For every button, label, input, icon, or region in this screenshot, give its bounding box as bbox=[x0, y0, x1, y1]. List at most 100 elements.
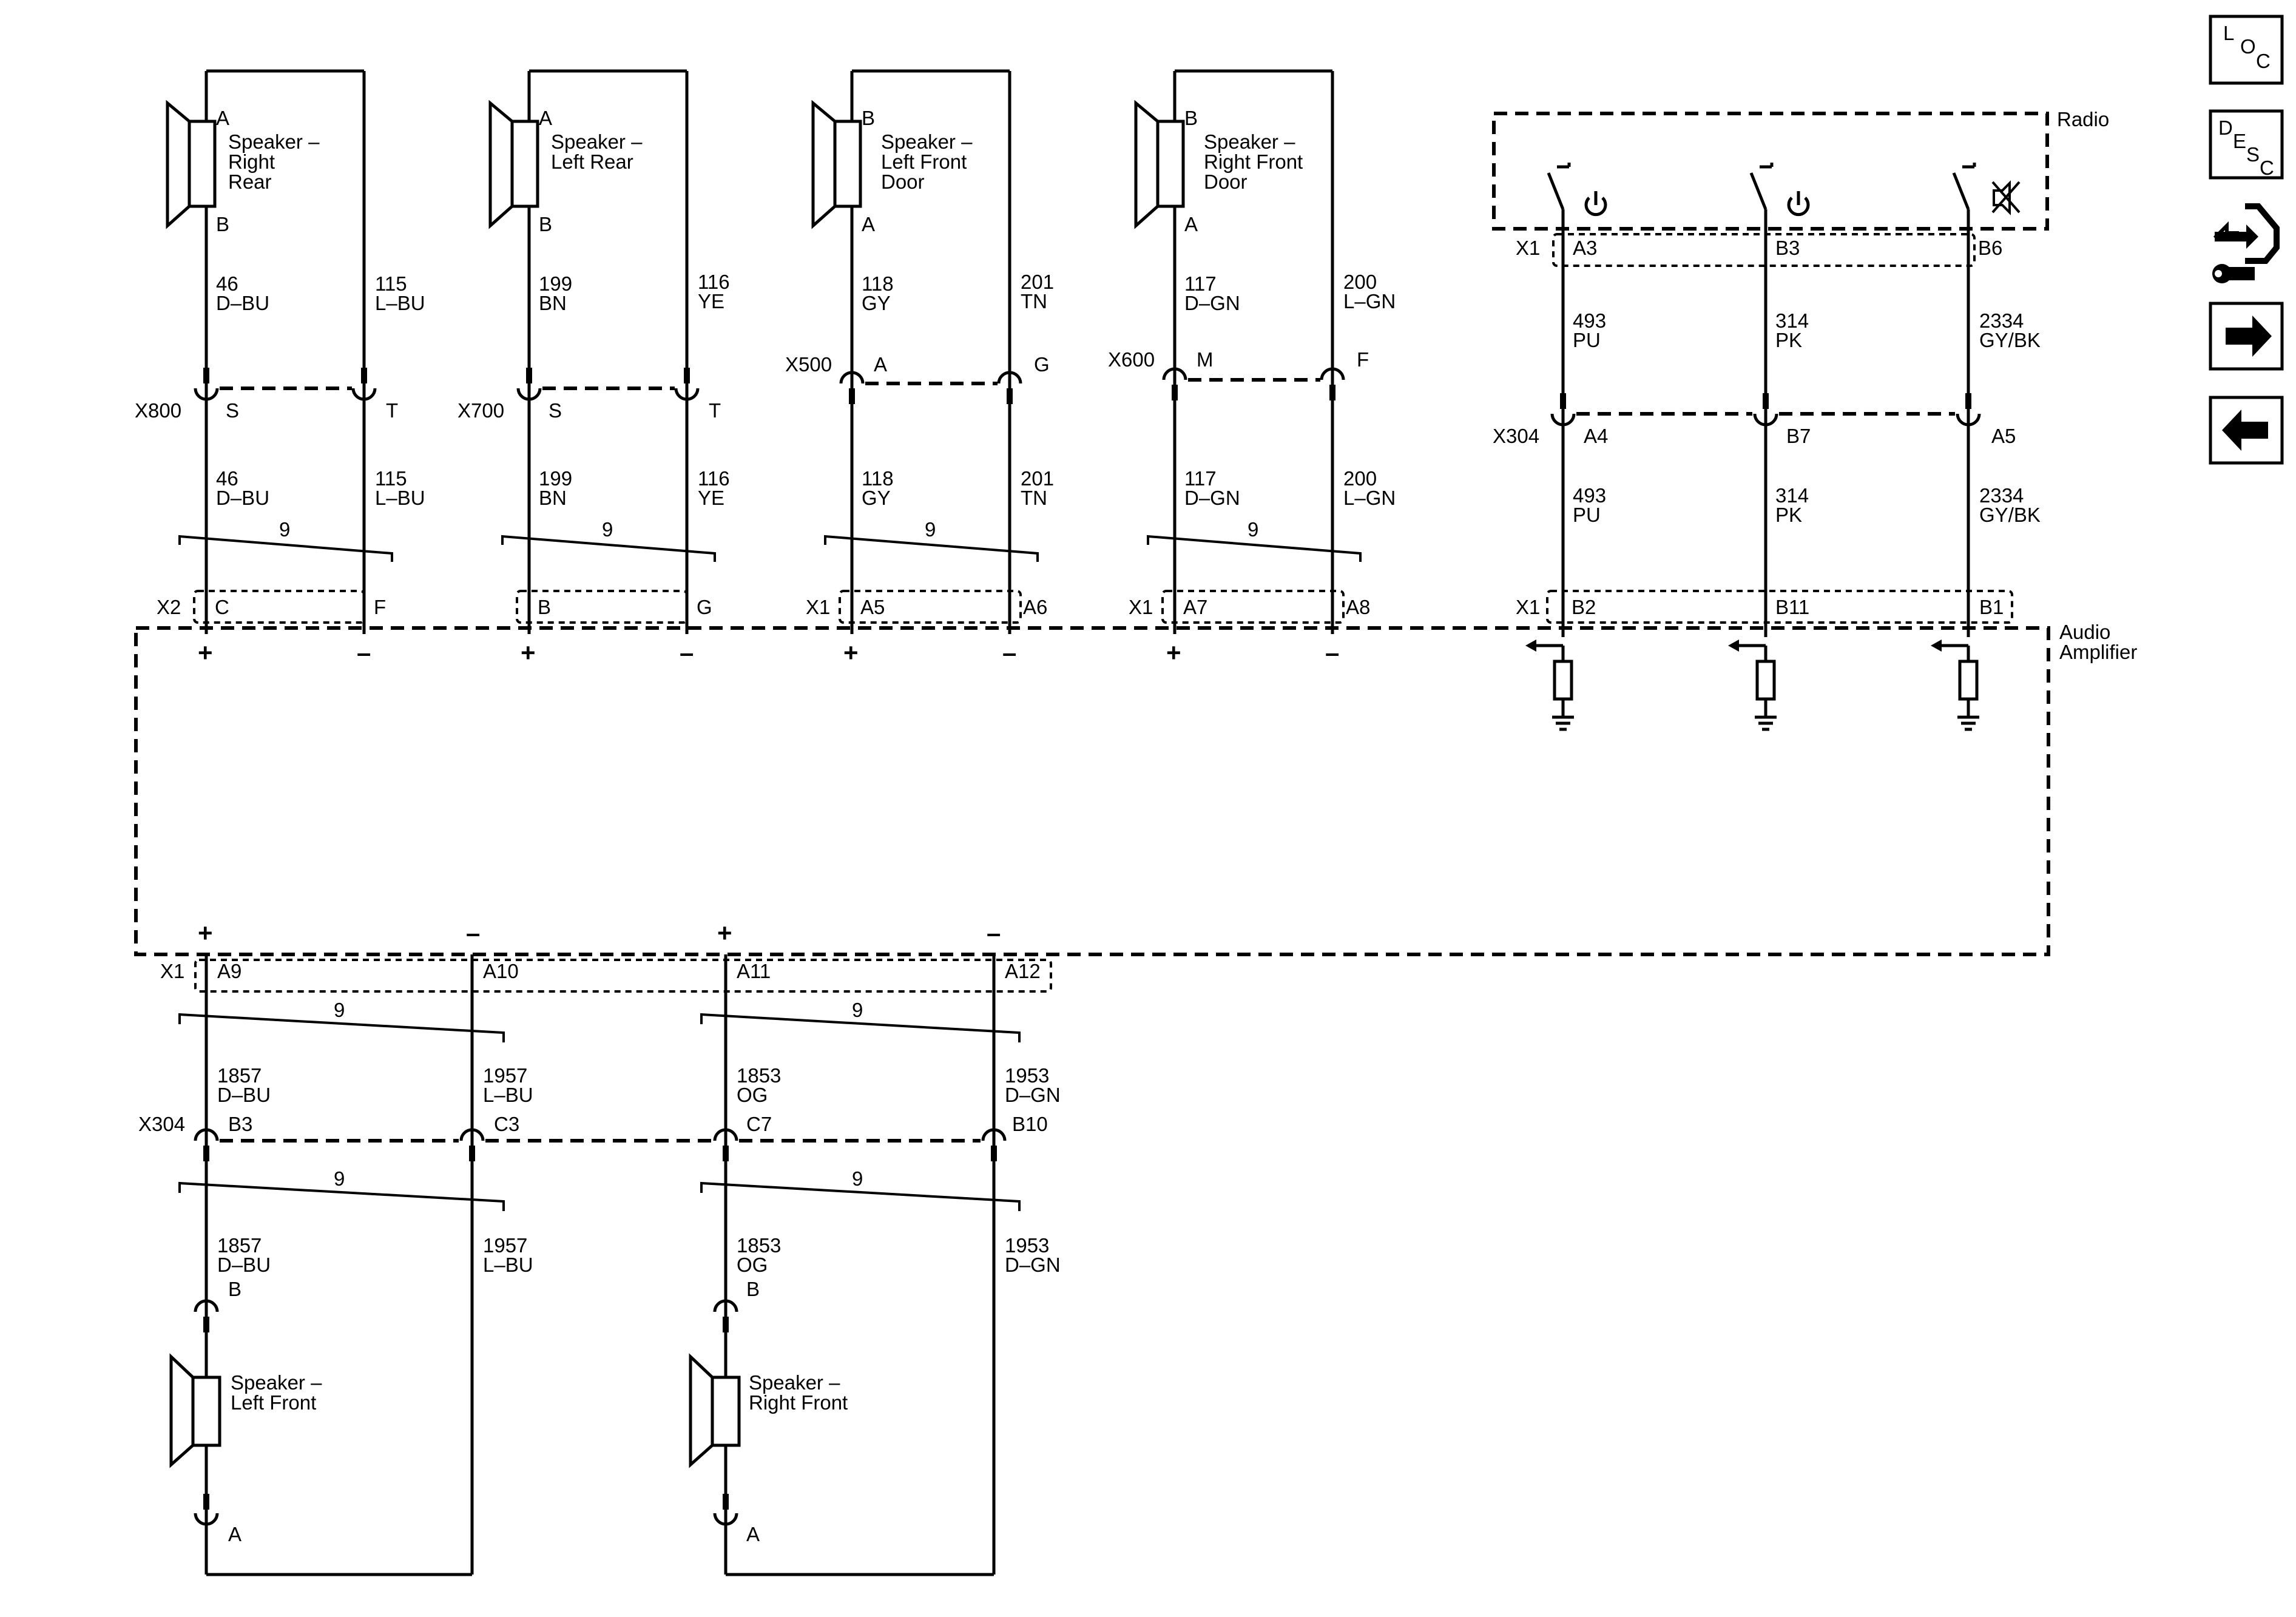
amp-connector-id: X1 bbox=[160, 960, 184, 982]
speaker-name: Speaker – bbox=[228, 130, 320, 153]
connector-pin: T bbox=[386, 399, 398, 422]
polarity-plus: + bbox=[717, 919, 732, 947]
next-page-button[interactable] bbox=[2209, 302, 2284, 371]
connector-terminal bbox=[194, 388, 219, 401]
connector-pin: F bbox=[1357, 348, 1369, 371]
svg-text:D: D bbox=[2218, 116, 2233, 139]
svg-text:S: S bbox=[2246, 143, 2260, 166]
speaker-pin-bottom: A bbox=[746, 1523, 760, 1545]
amp-pin: B bbox=[538, 596, 551, 618]
speaker-name: Door bbox=[881, 170, 925, 193]
amp-pin: B11 bbox=[1775, 596, 1809, 618]
speaker-name: Left Front bbox=[231, 1391, 316, 1414]
speaker-pin-bottom: A bbox=[862, 213, 875, 235]
twist-count: 9 bbox=[334, 999, 345, 1021]
speaker-name: Rear bbox=[228, 170, 272, 193]
speaker-name: Speaker – bbox=[231, 1371, 322, 1394]
loc-button[interactable]: L O C bbox=[2209, 15, 2284, 85]
wire-color: YE bbox=[698, 290, 724, 312]
amp-pin: A8 bbox=[1346, 596, 1370, 618]
speaker-name: Right bbox=[228, 150, 275, 173]
amp-pin: F bbox=[374, 596, 386, 618]
polarity-minus: – bbox=[680, 638, 694, 667]
speaker-cone bbox=[1134, 100, 1160, 229]
wire-circuit: 201 bbox=[1021, 467, 1054, 490]
speaker-pin-top: A bbox=[216, 107, 229, 129]
wire-color: PU bbox=[1573, 329, 1601, 351]
power-icon bbox=[1787, 191, 1810, 217]
wire-color: TN bbox=[1021, 290, 1047, 312]
speaker-name: Door bbox=[1204, 170, 1248, 193]
wire-color: D–BU bbox=[216, 292, 269, 314]
svg-text:O: O bbox=[2240, 35, 2256, 58]
twist-count: 9 bbox=[279, 518, 290, 541]
wire-color: GY bbox=[862, 292, 891, 314]
wire-circuit: 46 bbox=[216, 467, 238, 490]
amplifier-label: Amplifier bbox=[2059, 641, 2137, 663]
arrow-left-icon bbox=[2222, 410, 2268, 451]
twist-count: 9 bbox=[1248, 518, 1258, 541]
speaker-pin-top: B bbox=[862, 107, 875, 129]
speaker-name: Left Rear bbox=[551, 150, 633, 173]
amp-connector-id: X1 bbox=[1516, 596, 1540, 618]
twist-count: 9 bbox=[334, 1167, 345, 1190]
speaker-icon bbox=[1156, 120, 1185, 208]
connector-id: X304 bbox=[1493, 425, 1539, 447]
wire-color: PK bbox=[1775, 329, 1802, 351]
speaker-icon bbox=[187, 120, 217, 208]
wrench-arrows-icon[interactable] bbox=[2212, 203, 2280, 283]
speaker-name: Right Front bbox=[749, 1391, 848, 1414]
wire-circuit: 199 bbox=[539, 272, 572, 295]
speaker-cone bbox=[811, 100, 837, 229]
wire-circuit: 1857 bbox=[217, 1234, 262, 1257]
wire-color: L–BU bbox=[375, 292, 425, 314]
wire-color: BN bbox=[539, 292, 567, 314]
desc-button[interactable]: D E S C bbox=[2209, 109, 2284, 180]
amplifier-label: Audio bbox=[2059, 621, 2110, 643]
connector-id: X500 bbox=[785, 353, 832, 376]
speaker-pin-bottom: B bbox=[539, 213, 552, 235]
twist-count: 9 bbox=[852, 1167, 863, 1190]
wire-color: D–BU bbox=[216, 487, 269, 509]
speaker-name: Speaker – bbox=[749, 1371, 840, 1394]
wire-circuit: 314 bbox=[1775, 309, 1809, 332]
wire-color: GY bbox=[862, 487, 891, 509]
wire-color: PK bbox=[1775, 504, 1802, 526]
svg-text:E: E bbox=[2233, 130, 2246, 152]
svg-text:C: C bbox=[2260, 157, 2274, 179]
wire-circuit: 1853 bbox=[737, 1234, 781, 1257]
wire-color: OG bbox=[737, 1084, 768, 1106]
wire-circuit: 2334 bbox=[1979, 309, 2024, 332]
wire-color: L–GN bbox=[1343, 487, 1396, 509]
connector-pin: B10 bbox=[1012, 1113, 1048, 1135]
speaker-cone bbox=[689, 1353, 714, 1468]
radio-label: Radio bbox=[2057, 108, 2109, 130]
speaker-group-right-front-door: B A Speaker – Right Front Door 117 D–GN … bbox=[1108, 69, 1396, 667]
speaker-icon bbox=[833, 120, 862, 208]
power-icon bbox=[1584, 191, 1607, 217]
wire-circuit: 115 bbox=[375, 467, 407, 490]
speaker-group-right-rear: A B Speaker – Right Rear 46 D–BU 115 L–B… bbox=[135, 69, 425, 667]
radio-box bbox=[1492, 112, 2049, 231]
polarity-minus: – bbox=[987, 919, 1001, 947]
wire-circuit: 200 bbox=[1343, 271, 1377, 293]
amp-pin: A5 bbox=[860, 596, 885, 618]
amp-pin: A7 bbox=[1183, 596, 1207, 618]
amp-connector-id: X2 bbox=[157, 596, 181, 618]
speaker-name: Left Front bbox=[881, 150, 967, 173]
wire-color: D–BU bbox=[217, 1254, 271, 1276]
wire-color: L–BU bbox=[483, 1254, 533, 1276]
speaker-name: Right Front bbox=[1204, 150, 1303, 173]
polarity-plus: + bbox=[198, 638, 213, 667]
speaker-cone bbox=[169, 1353, 195, 1468]
amp-pin: C bbox=[215, 596, 229, 618]
connector-pin: B3 bbox=[228, 1113, 252, 1135]
connector-pin: A5 bbox=[1991, 425, 2016, 447]
connector-pin: S bbox=[549, 399, 562, 422]
polarity-plus: + bbox=[198, 919, 213, 947]
connector-pin: C3 bbox=[494, 1113, 519, 1135]
wire-circuit: 1953 bbox=[1005, 1064, 1049, 1087]
wire-circuit: 118 bbox=[862, 467, 894, 490]
prev-page-button[interactable] bbox=[2209, 396, 2284, 465]
twist-count: 9 bbox=[852, 999, 863, 1021]
